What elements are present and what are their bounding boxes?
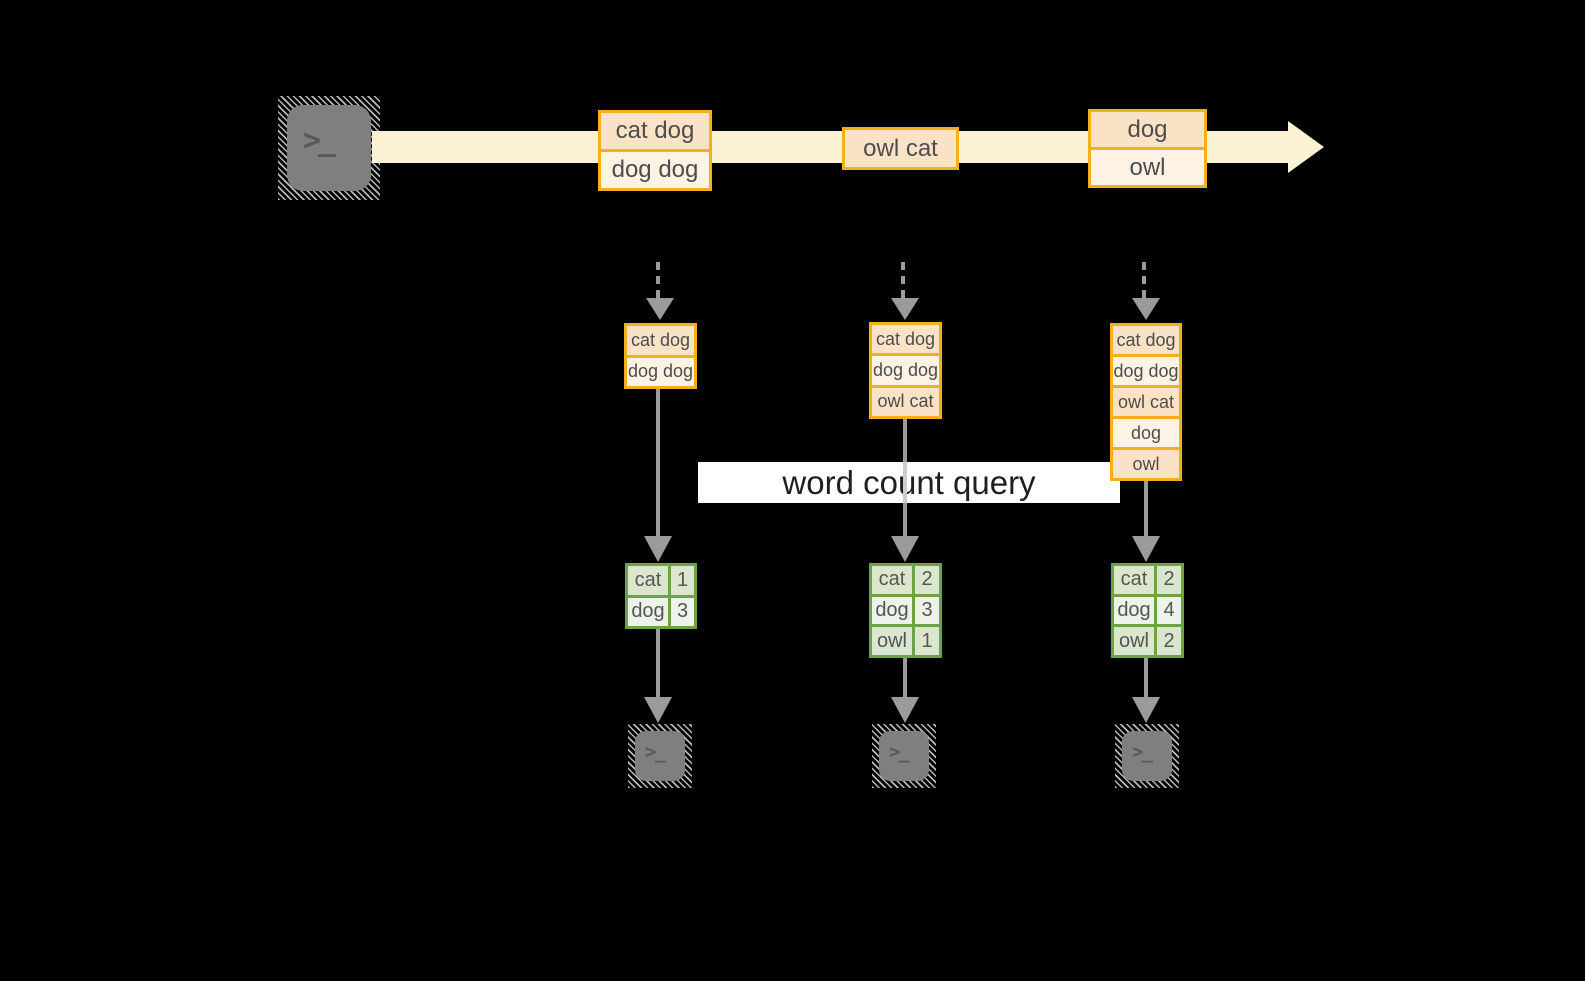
terminal-screen: >_	[1122, 731, 1172, 781]
down-arrowhead-icon	[1132, 536, 1160, 562]
terminal-screen: >_	[879, 731, 929, 781]
event-line: dog dog	[601, 152, 709, 188]
count-word: owl	[872, 627, 912, 655]
buffer-line: owl cat	[872, 387, 939, 416]
event-line: cat dog	[601, 113, 709, 149]
terminal-prompt-icon: >_	[645, 741, 666, 763]
event-box-1: cat dog dog dog	[598, 110, 712, 191]
terminal-screen: >_	[635, 731, 685, 781]
down-arrowhead-icon	[891, 697, 919, 723]
count-word: dog	[628, 597, 668, 626]
buffer-line: owl cat	[1113, 388, 1179, 416]
count-value: 1	[915, 627, 939, 655]
event-box-3: dog owl	[1088, 109, 1207, 188]
count-table-3: cat 2 dog 4 owl 2	[1111, 563, 1184, 658]
count-word: cat	[872, 566, 912, 594]
buffer-line: owl	[1113, 450, 1179, 478]
down-arrowhead-icon	[644, 697, 672, 723]
buffer-line: cat dog	[1113, 326, 1179, 354]
down-arrowhead-icon	[1132, 697, 1160, 723]
buffer-line: cat dog	[627, 326, 694, 355]
arrow-line	[1144, 658, 1148, 697]
down-arrowhead-icon	[891, 536, 919, 562]
event-box-2: owl cat	[842, 127, 959, 170]
dashed-arrow-line	[656, 262, 660, 298]
count-word: cat	[628, 566, 668, 595]
arrow-line	[1144, 481, 1148, 538]
down-arrowhead-icon	[644, 536, 672, 562]
arrow-line-over-banner	[903, 462, 907, 503]
buffer-line: dog dog	[872, 356, 939, 385]
output-terminal-icon: >_	[628, 724, 692, 788]
count-value: 2	[1157, 627, 1181, 655]
count-value: 3	[915, 596, 939, 625]
down-arrowhead-icon	[891, 298, 919, 320]
count-value: 4	[1157, 596, 1181, 625]
dashed-arrow-line	[1142, 262, 1146, 298]
output-terminal-icon: >_	[872, 724, 936, 788]
buffer-line: dog dog	[1113, 357, 1179, 385]
buffer-line: dog dog	[627, 357, 694, 386]
event-line: owl	[1091, 150, 1204, 185]
arrow-line	[656, 629, 660, 697]
source-terminal-icon: >_	[278, 96, 380, 200]
count-table-1: cat 1 dog 3	[625, 563, 697, 629]
count-table-2: cat 2 dog 3 owl 1	[869, 563, 942, 658]
terminal-prompt-icon: >_	[889, 741, 910, 763]
count-value: 2	[1157, 566, 1181, 594]
terminal-screen: >_	[287, 105, 371, 191]
buffer-line: dog	[1113, 419, 1179, 447]
down-arrowhead-icon	[646, 298, 674, 320]
buffer-stack-1: cat dog dog dog	[624, 323, 697, 389]
output-terminal-icon: >_	[1115, 724, 1179, 788]
count-word: owl	[1114, 627, 1154, 655]
count-value: 2	[915, 566, 939, 594]
down-arrowhead-icon	[1132, 298, 1160, 320]
dashed-arrow-line	[901, 262, 905, 298]
count-word: dog	[1114, 596, 1154, 625]
terminal-prompt-icon: >_	[303, 123, 336, 158]
event-line: dog	[1091, 112, 1204, 147]
buffer-stack-2: cat dog dog dog owl cat	[869, 322, 942, 419]
count-value: 1	[671, 566, 694, 595]
count-word: cat	[1114, 566, 1154, 594]
arrow-line	[656, 388, 660, 538]
terminal-prompt-icon: >_	[1132, 741, 1153, 763]
count-word: dog	[872, 596, 912, 625]
arrow-line	[903, 658, 907, 697]
stream-timeline-arrowhead-icon	[1288, 121, 1324, 173]
count-value: 3	[671, 597, 694, 626]
query-banner: word count query	[698, 462, 1120, 503]
buffer-line: cat dog	[872, 325, 939, 354]
event-line: owl cat	[845, 130, 956, 167]
buffer-stack-3: cat dog dog dog owl cat dog owl	[1110, 323, 1182, 481]
